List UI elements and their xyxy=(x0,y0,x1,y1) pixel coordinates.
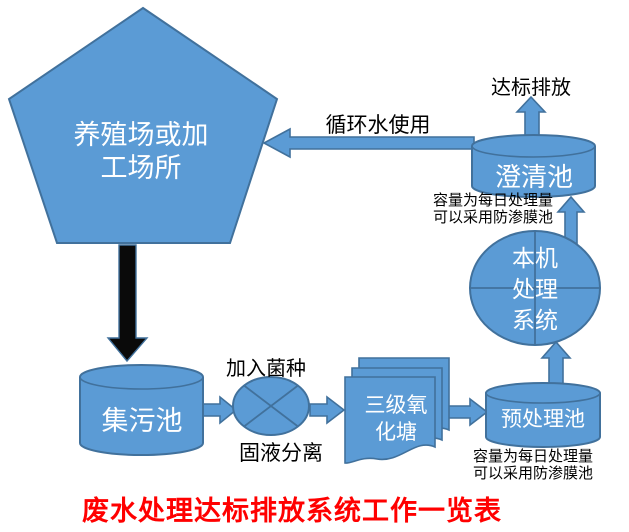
oxidation-pond-label: 三级氧 化塘 xyxy=(364,394,428,444)
clarification-pool-cylinder xyxy=(471,134,596,198)
arrow-recycled-water xyxy=(262,127,475,159)
black-down-arrow xyxy=(106,244,149,363)
arrow-processing-to-clarification xyxy=(556,195,586,245)
arrow-separator-to-oxidation xyxy=(309,395,346,425)
pretreatment-pool-cylinder xyxy=(485,382,601,448)
farm-pentagon xyxy=(7,6,279,244)
discharge-label: 达标排放 xyxy=(491,77,571,99)
clarification-pool-note: 容量为每日处理量 可以采用防渗膜池 xyxy=(433,192,554,226)
separator-cross-line-2 xyxy=(243,384,299,428)
oxidation-pond-doc-front xyxy=(344,376,436,464)
pretreatment-pool-note: 容量为每日处理量 可以采用防渗膜池 xyxy=(473,448,594,482)
pretreatment-pool-label: 预处理池 xyxy=(501,408,585,431)
diagram-title: 废水处理达标排放系统工作一览表 xyxy=(82,496,502,526)
arrow-collection-to-separator xyxy=(201,395,238,425)
recycled-water-label: 循环水使用 xyxy=(325,114,431,137)
arrow-discharge-up xyxy=(515,95,547,141)
processing-system-label: 本机 处理 系统 xyxy=(512,245,558,333)
separator-top-label: 加入菌种 xyxy=(226,358,306,380)
collection-pool-label: 集污池 xyxy=(101,406,183,436)
collection-pool-rim xyxy=(79,376,204,390)
separator-bottom-label: 固液分离 xyxy=(239,442,323,465)
farm-label: 养殖场或加 工场所 xyxy=(73,120,209,183)
clarification-pool-rim xyxy=(471,145,596,158)
pretreatment-pool-rim xyxy=(485,392,601,404)
clarification-pool-label: 澄清池 xyxy=(494,162,573,192)
